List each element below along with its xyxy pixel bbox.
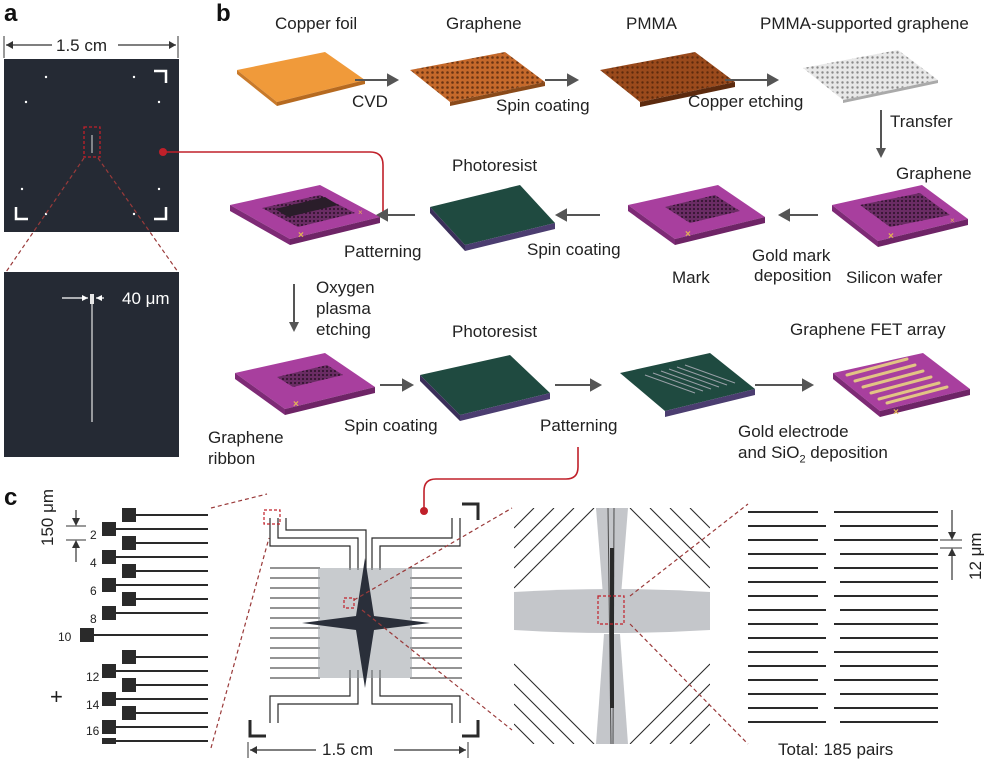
graphene-fet-array-wafer: × [833,353,970,418]
label-copper-etching: Copper etching [688,92,804,111]
pad-number-10: 10 [58,630,72,644]
label-transfer: Transfer [890,112,953,131]
copper-foil-sheet [237,52,365,106]
panel-a-width-scale [3,36,179,58]
svg-text:×: × [358,208,363,217]
chip-overview-image [4,59,179,232]
label-oxygen-2: plasma [316,299,371,318]
gap-label: 12 μm [966,532,985,580]
panel-a-zoom-lines [5,157,179,273]
pitch-label: 150 μm [38,488,57,546]
gap-scale [940,510,962,580]
photoresist-wafer-row3 [420,355,550,421]
label-spin-coating-row1: Spin coating [496,96,590,115]
pad-number-14: 14 [86,698,100,712]
label-silicon-wafer: Silicon wafer [846,268,943,287]
photoresist-wafer-row2 [430,185,555,251]
graphene-silicon-wafer: × × [832,185,968,247]
label-patterning-row3: Patterning [540,416,618,435]
label-copper-foil: Copper foil [275,14,358,33]
panel-c-width-scale [247,742,469,758]
label-spin-coating-row2: Spin coating [527,240,621,259]
label-pmma: PMMA [626,14,677,33]
panel-label-b: b [216,0,231,27]
label-oxygen-1: Oxygen [316,278,375,297]
pitch-scale [66,510,86,562]
plus-sign: + [50,684,63,709]
connector-line-b-c [420,447,579,515]
panel-a-width-label: 1.5 cm [56,36,108,55]
label-oxygen-3: etching [316,320,371,339]
svg-text:×: × [893,407,899,418]
label-graphene-ribbon-2: ribbon [208,449,256,468]
label-patterning-row2: Patterning [344,242,422,261]
pad-number-4: 4 [90,556,97,570]
svg-text:×: × [950,216,955,225]
label-graphene-row2: Graphene [896,164,972,183]
electrode-pad-detail [80,508,208,744]
center-zoom-detail [514,508,710,744]
label-gold-mark-1: Gold mark [752,246,831,265]
row3-illustrations: × × [235,353,970,421]
patterned-photoresist-wafer [620,353,755,417]
label-pmma-supported-graphene: PMMA-supported graphene [760,14,969,33]
svg-text:×: × [888,231,894,242]
connector-line-a-b [159,148,384,212]
oxygen-arrow [289,284,299,332]
pad-number-16: 16 [86,724,100,738]
zoom-lines-center [353,507,513,731]
electrode-array-layout [248,502,480,738]
pmma-sheet [600,52,735,107]
panel-c-width-label: 1.5 cm [322,740,374,759]
mark-wafer: × [628,185,765,245]
label-gold-mark-2: deposition [754,266,832,285]
pmma-supported-graphene-sheet [803,50,938,103]
panel-label-c: c [4,484,18,511]
panel-a-gap-label: 40 μm [122,289,170,308]
zoom-lines-right [629,503,749,745]
svg-text:×: × [293,399,299,410]
patterned-wafer: × × [230,185,380,245]
svg-text:×: × [298,230,304,241]
panel-label-a: a [4,0,18,27]
zoom-lines-left [210,493,270,749]
label-graphene-ribbon-1: Graphene [208,428,284,447]
total-pairs-label: Total: 185 pairs [778,740,894,759]
label-fet-array: Graphene FET array [790,320,946,339]
pad-number-2: 2 [90,528,97,542]
label-photoresist-row3: Photoresist [452,322,538,341]
pad-number-8: 8 [90,612,97,626]
electrode-pairs-detail [748,511,938,723]
graphene-ribbon-wafer: × [235,353,375,415]
label-mark: Mark [672,268,710,287]
label-spin-coating-row3: Spin coating [344,416,438,435]
label-gold-electrode-2: and SiO2 deposition [738,443,888,466]
row1-illustrations [237,50,938,107]
transfer-arrow [876,110,886,158]
label-gold-electrode-1: Gold electrode [738,422,849,441]
row2-illustrations: × × × × × [230,185,968,251]
label-cvd: CVD [352,92,388,111]
chip-zoom-image [4,272,179,457]
label-photoresist-row2: Photoresist [452,156,538,175]
pad-number-12: 12 [86,670,100,684]
graphene-copper-sheet [410,52,545,106]
svg-text:×: × [685,229,691,240]
label-graphene-row1: Graphene [446,14,522,33]
pad-number-6: 6 [90,584,97,598]
